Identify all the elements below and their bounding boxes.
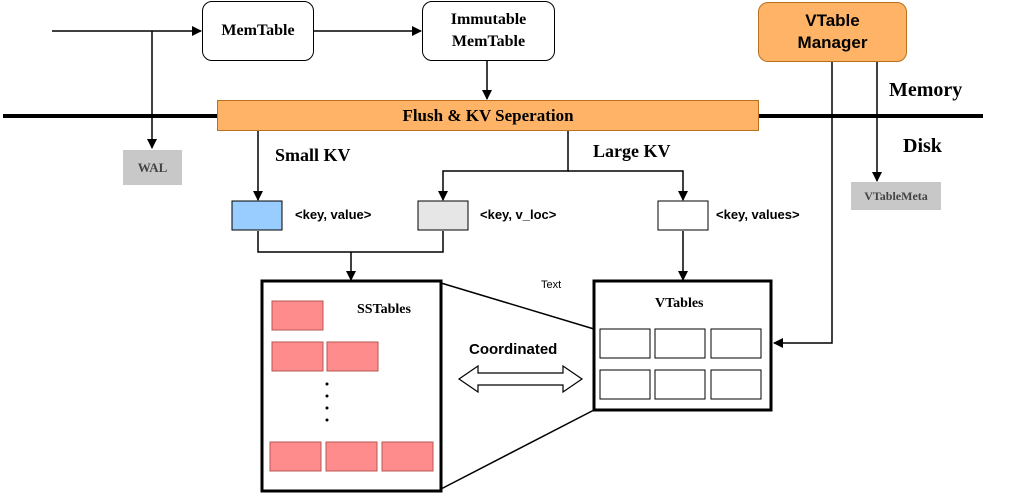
sstable-block: [269, 441, 322, 472]
vtable-manager-label: VTable Manager: [797, 11, 868, 52]
large-kv-label: Large KV: [593, 141, 671, 161]
vtable-block: [710, 328, 762, 359]
immutable-memtable-node: Immutable MemTable: [422, 1, 555, 61]
vtablemeta-label: VTableMeta: [864, 188, 928, 203]
kv-values-label: <key, values>: [716, 207, 800, 222]
sstable-block: [326, 341, 379, 372]
zoom-line-bottom: [440, 409, 595, 490]
vtable-block: [710, 369, 762, 400]
kv-vloc-block: [417, 200, 469, 231]
sstable-block: [271, 300, 324, 331]
immutable-memtable-label: Immutable MemTable: [450, 11, 527, 50]
memtable-label: MemTable: [221, 22, 295, 39]
memory-label: Memory: [889, 79, 963, 101]
vtable-manager-node: VTable Manager: [758, 2, 907, 62]
vtables-label: VTables: [655, 296, 704, 311]
sstables-label: SSTables: [357, 302, 411, 317]
kv-value-label: <key, value>: [295, 207, 372, 222]
flush-kv-separation-bar: Flush & KV Seperation: [217, 100, 759, 131]
wal-label: WAL: [137, 159, 168, 175]
sstable-block: [381, 441, 434, 472]
text-placeholder-label: Text: [541, 279, 562, 291]
kv-merge-line: [257, 231, 444, 253]
large-kv-split-line: [438, 131, 569, 201]
sstable-block: [325, 441, 378, 472]
large-kv-to-values-arrow: [568, 170, 688, 201]
kv-values-block: [657, 200, 709, 231]
ellipsis-dots: [325, 382, 329, 422]
manager-to-vtables-arrow: [773, 62, 833, 348]
coordinated-label: Coordinated: [469, 341, 558, 358]
vtable-block: [654, 369, 706, 400]
coordinated-double-arrow: [457, 364, 584, 394]
zoom-line-top: [440, 282, 595, 330]
vtable-block: [599, 328, 651, 359]
memtable-node: MemTable: [202, 1, 314, 61]
vtablemeta-node: VTableMeta: [851, 182, 941, 210]
small-kv-label: Small KV: [275, 145, 351, 165]
disk-label: Disk: [903, 135, 942, 157]
vtable-block: [599, 369, 651, 400]
flush-label: Flush & KV Seperation: [402, 105, 574, 125]
vtable-block: [654, 328, 706, 359]
kv-value-block: [231, 200, 283, 231]
sstable-block: [271, 341, 324, 372]
kv-vloc-label: <key, v_loc>: [480, 207, 557, 222]
wal-node: WAL: [123, 150, 182, 185]
